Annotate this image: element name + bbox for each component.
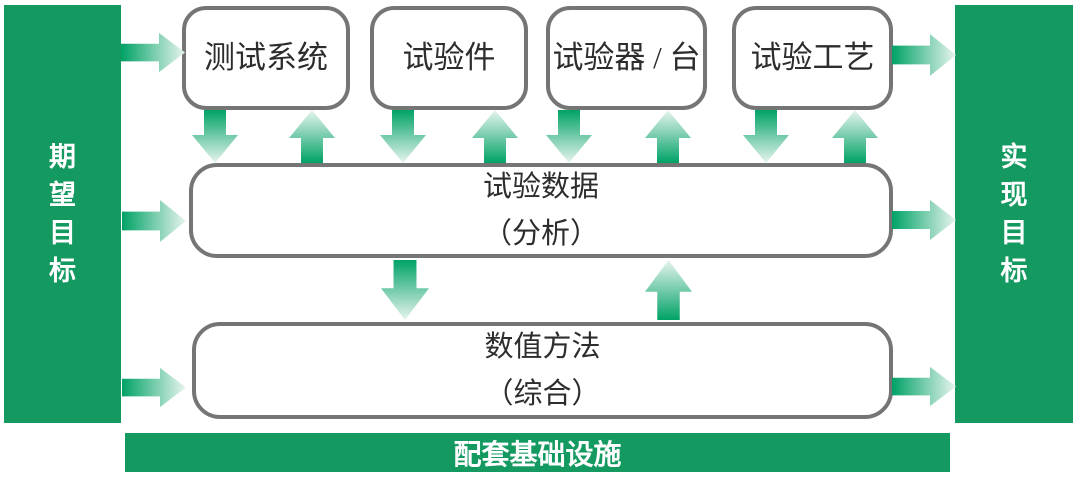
right-arrow-icon — [122, 196, 186, 246]
down-arrow-icon — [743, 110, 789, 163]
box-test-data: 试验数据 （分析） — [189, 163, 893, 258]
down-arrow-icon — [380, 110, 426, 163]
bottom-infrastructure-label: 配套基础设施 — [453, 438, 622, 470]
box-test-article-label: 试验件 — [402, 40, 496, 76]
down-arrow-icon — [192, 110, 238, 163]
box-numerical-method-line1: 数值方法 — [484, 330, 601, 363]
box-test-process: 试验工艺 — [732, 6, 893, 110]
right-goal-label: 实现目标 — [1000, 142, 1028, 286]
box-test-system: 测试系统 — [182, 6, 350, 110]
right-arrow-icon — [122, 364, 186, 411]
right-arrow-icon — [892, 363, 956, 410]
box-test-article: 试验件 — [370, 6, 528, 110]
right-arrow-icon — [121, 29, 185, 76]
box-numerical-method: 数值方法 （综合） — [192, 322, 893, 419]
box-test-data-line2: （分析） — [482, 217, 599, 250]
right-goal-bar: 实现目标 — [955, 5, 1073, 423]
down-arrow-icon — [381, 260, 429, 320]
up-arrow-icon — [645, 110, 691, 163]
box-test-system-label: 测试系统 — [204, 40, 328, 76]
up-arrow-icon — [472, 110, 518, 163]
up-arrow-icon — [289, 110, 335, 163]
down-arrow-icon — [546, 110, 592, 163]
up-arrow-icon — [832, 110, 878, 163]
left-goal-bar: 期望目标 — [4, 5, 121, 423]
box-test-rig: 试验器 / 台 — [546, 6, 707, 110]
right-arrow-icon — [892, 196, 956, 244]
box-test-rig-label: 试验器 / 台 — [552, 40, 701, 76]
left-goal-label: 期望目标 — [49, 142, 76, 286]
box-test-data-line1: 试验数据 — [482, 170, 599, 203]
bottom-infrastructure-bar: 配套基础设施 — [125, 433, 950, 472]
box-test-process-label: 试验工艺 — [750, 40, 875, 76]
up-arrow-icon — [645, 260, 692, 320]
right-arrow-icon — [892, 30, 956, 80]
box-numerical-method-line2: （综合） — [484, 377, 601, 410]
